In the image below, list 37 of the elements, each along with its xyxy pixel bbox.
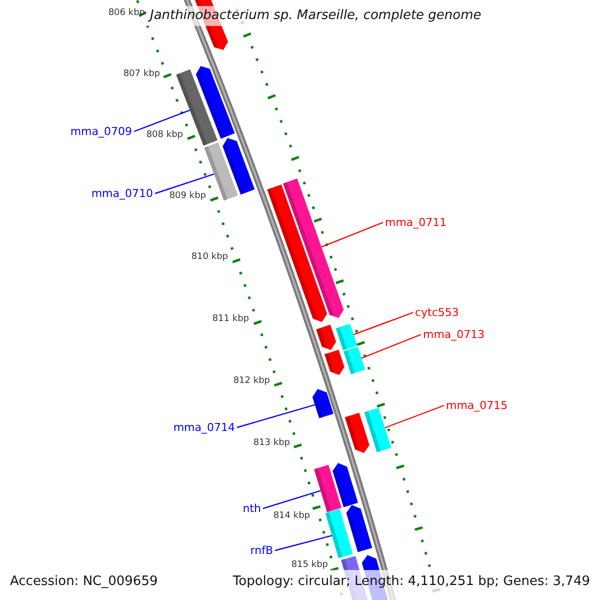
leader-line	[384, 404, 444, 428]
leader-line	[236, 404, 316, 428]
position-label: 807 kbp	[123, 69, 160, 80]
gene-label: mma_0709	[70, 125, 132, 138]
position-label: 810 kbp	[191, 252, 228, 263]
leader-line	[262, 490, 321, 510]
gene-label: mma_0713	[423, 328, 485, 341]
leader-line	[321, 222, 384, 248]
accession-text: Accession: NC_009659	[10, 575, 158, 588]
leader-line	[361, 334, 422, 359]
position-label: 806 kbp	[108, 8, 145, 19]
position-label: 813 kbp	[253, 438, 290, 449]
gene-bar	[336, 324, 358, 350]
gene-bar	[325, 508, 353, 558]
genome-stats-text: Topology: circular; Length: 4,110,251 bp; Genes: 3,749	[232, 575, 590, 588]
leader-line	[134, 110, 190, 132]
gene-label: rnfB	[250, 544, 273, 557]
position-label: 814 kbp	[273, 511, 310, 522]
gene-arrow	[312, 389, 334, 418]
gene-bar	[204, 142, 238, 201]
gene-label: mma_0714	[173, 421, 235, 434]
gene-label: mma_0711	[385, 216, 447, 229]
leader-line	[353, 312, 414, 336]
gene-label: nth	[242, 502, 261, 515]
position-label: 811 kbp	[212, 314, 249, 325]
position-label: 809 kbp	[169, 191, 206, 202]
gene-arrow	[283, 178, 344, 318]
position-label: 808 kbp	[146, 130, 183, 141]
gene-label: mma_0715	[446, 399, 508, 412]
gene-bar	[314, 464, 342, 512]
gene-bar	[364, 408, 392, 452]
leader-line	[274, 535, 332, 552]
gene-bar	[344, 346, 366, 374]
gene-label: cytc553	[415, 306, 459, 319]
position-label: 815 kbp	[291, 560, 328, 571]
gene-label: mma_0710	[91, 187, 153, 200]
position-label: 812 kbp	[233, 376, 270, 387]
